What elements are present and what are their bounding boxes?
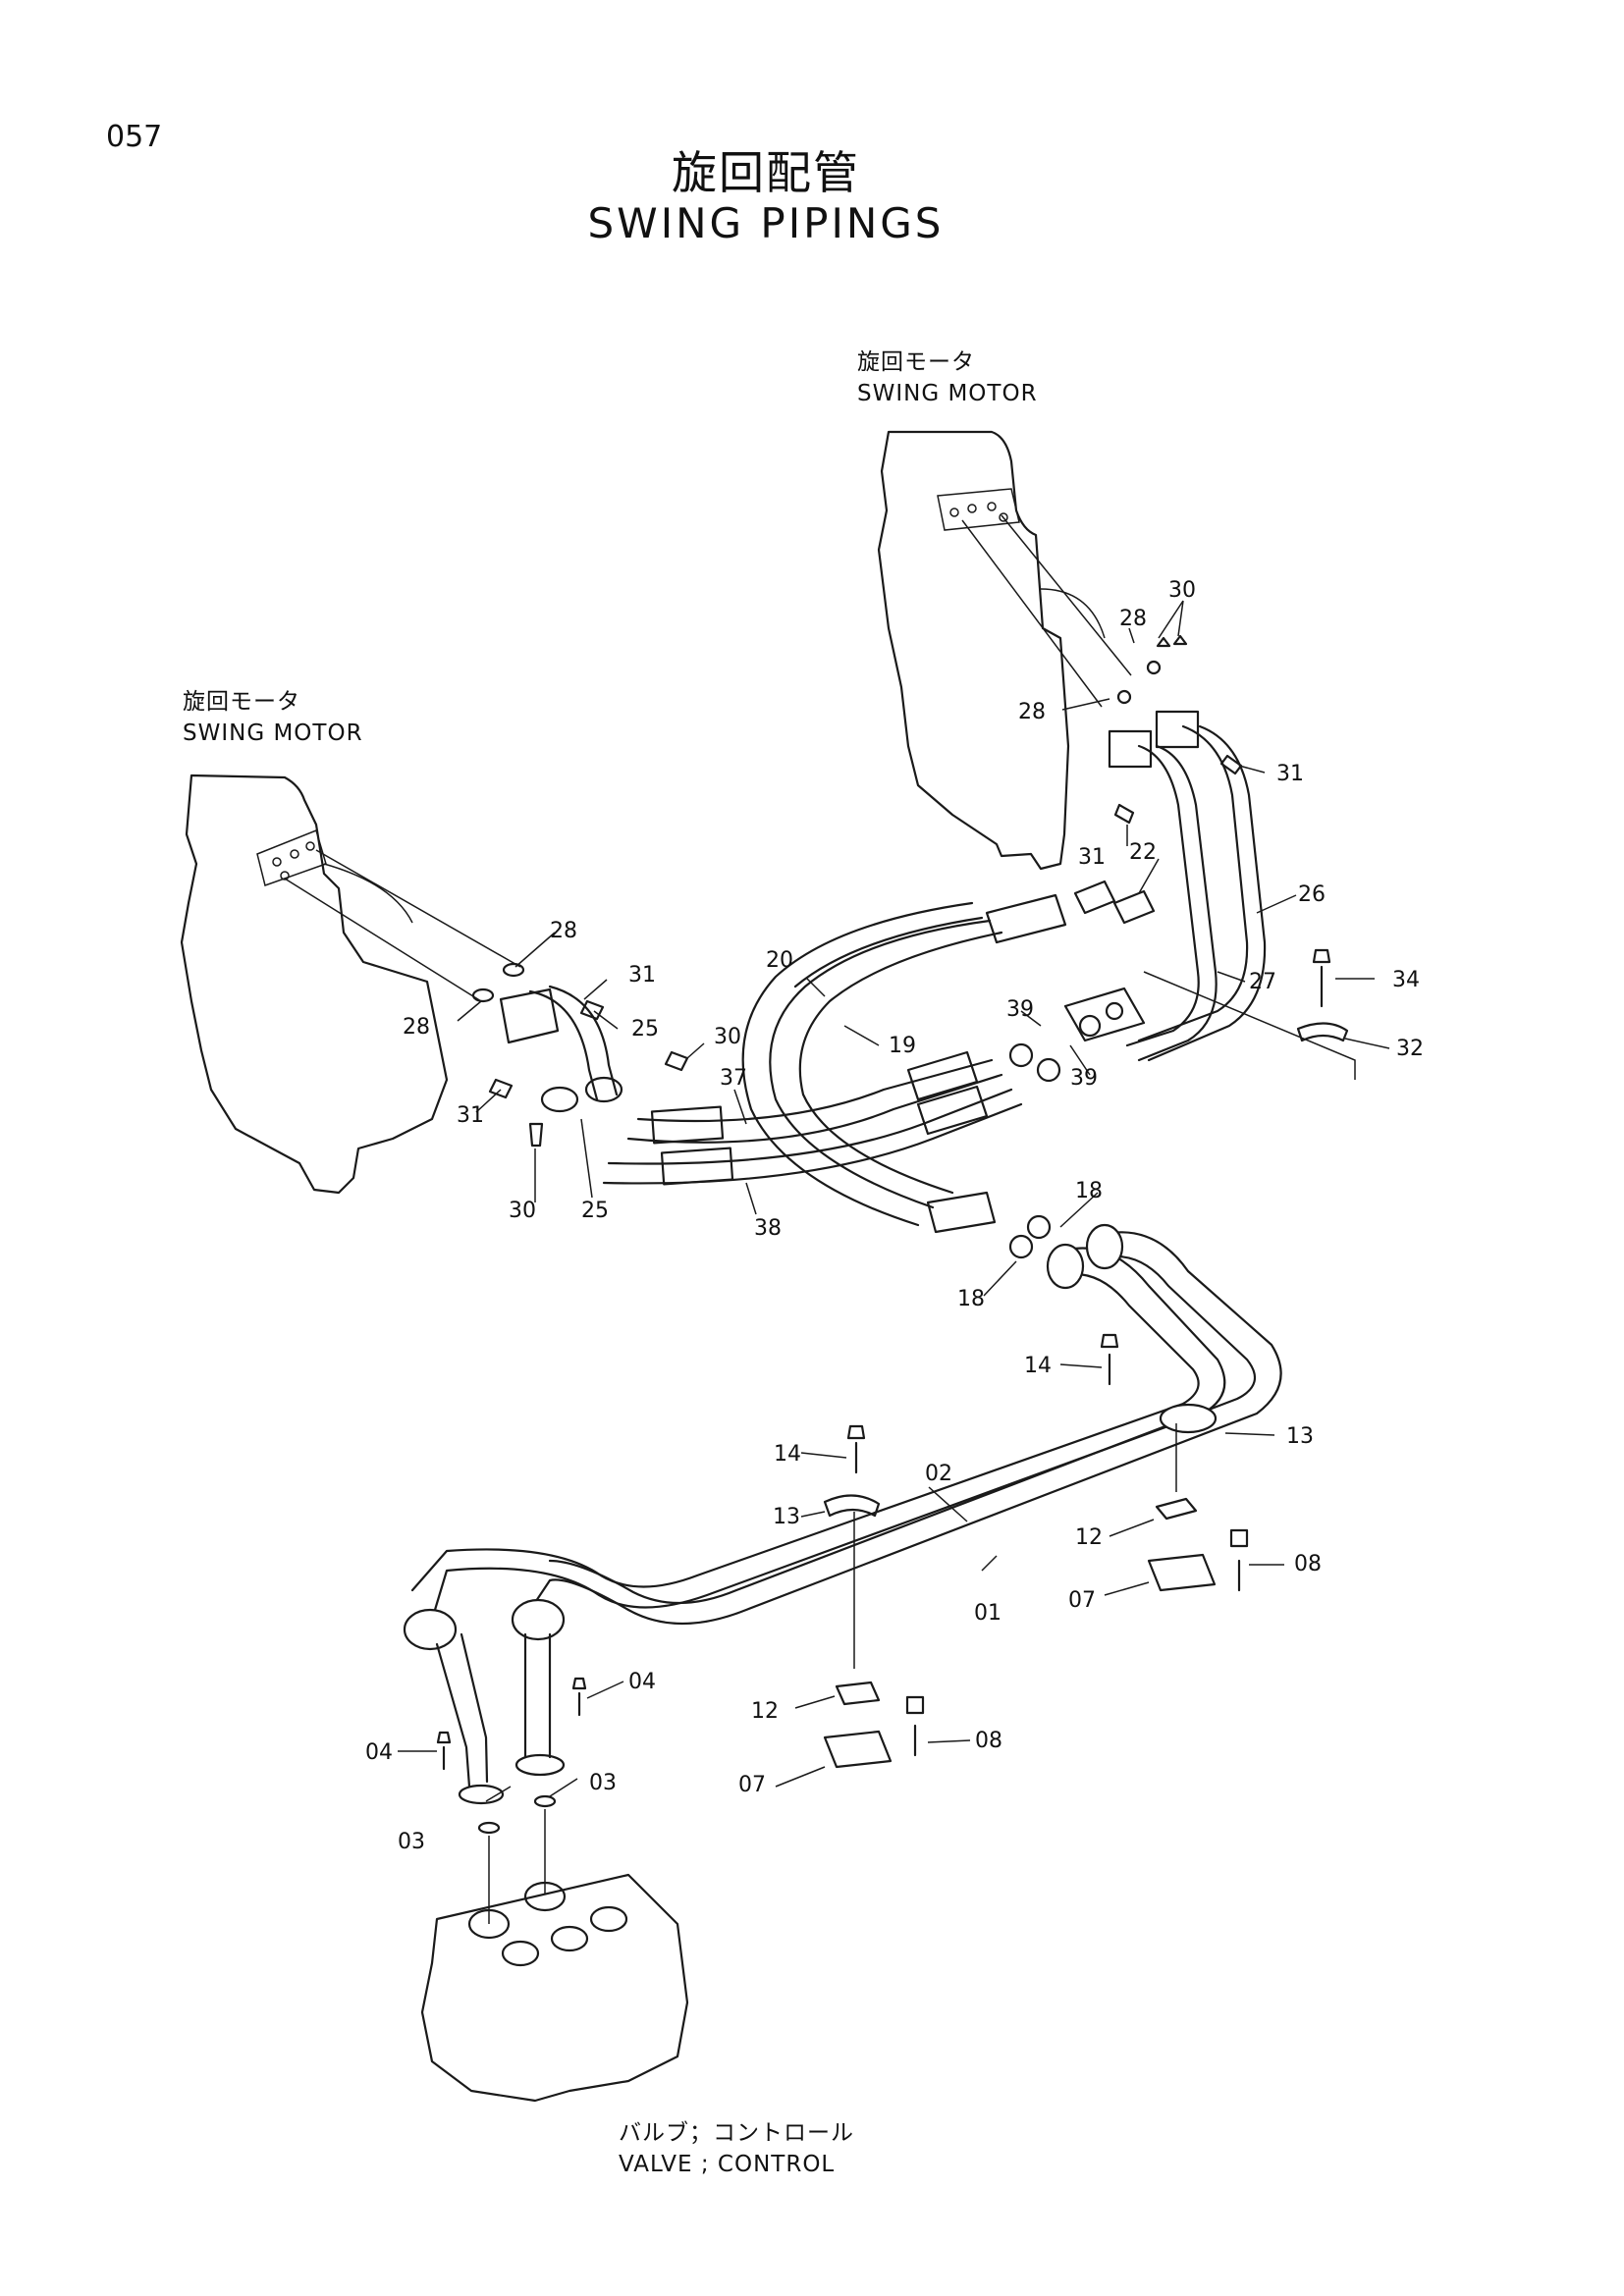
callout-39: 39	[1070, 1066, 1098, 1091]
callout-08: 08	[975, 1729, 1002, 1753]
page-title-japanese: 旋回配管	[672, 146, 860, 199]
callout-02: 02	[925, 1462, 952, 1486]
left-motor-fittings	[471, 962, 689, 1148]
callout-25: 25	[581, 1199, 609, 1223]
callout-28: 28	[1018, 700, 1046, 724]
callout-31: 31	[457, 1103, 484, 1128]
callout-28: 28	[550, 919, 577, 943]
callout-03: 03	[398, 1830, 425, 1854]
callout-03: 03	[589, 1771, 617, 1795]
callout-30: 30	[714, 1025, 741, 1049]
callout-01: 01	[974, 1601, 1001, 1626]
callout-30: 30	[509, 1199, 536, 1223]
right-motor-fittings	[1063, 634, 1356, 1080]
control-valve	[403, 1598, 689, 2103]
page-number: 057	[106, 120, 163, 154]
callout-25: 25	[631, 1017, 659, 1041]
callout-14: 14	[774, 1442, 801, 1467]
callout-04: 04	[365, 1740, 393, 1765]
callout-08: 08	[1294, 1552, 1322, 1576]
callout-18: 18	[957, 1287, 985, 1311]
callout-31: 31	[628, 963, 656, 988]
callout-31: 31	[1078, 845, 1106, 870]
leader-lines	[398, 600, 1390, 1802]
callout-14: 14	[1024, 1354, 1052, 1378]
swing-motor-left	[180, 774, 521, 1195]
callout-39: 39	[1006, 997, 1034, 1022]
callout-07: 07	[738, 1773, 766, 1797]
callout-28: 28	[1119, 607, 1147, 631]
callout-13: 13	[1286, 1424, 1314, 1449]
callout-04: 04	[628, 1670, 656, 1694]
caption-swing-motor-left-jp: 旋回モータ	[183, 689, 300, 715]
callout-19: 19	[889, 1034, 916, 1058]
callout-13: 13	[773, 1505, 800, 1529]
callout-38: 38	[754, 1216, 782, 1241]
callout-37: 37	[720, 1066, 747, 1091]
page-title: SWING PIPINGS	[587, 199, 945, 247]
callout-numbers: 28 30 28 31 31 22 26 27 34 32 28 28 31 2…	[365, 578, 1424, 1854]
callout-34: 34	[1392, 968, 1420, 992]
swing-motor-right	[877, 430, 1132, 871]
caption-valve-jp: バルブ；コントロール	[619, 2120, 854, 2146]
hoses-middle	[602, 893, 1067, 1259]
callout-12: 12	[751, 1699, 779, 1724]
pipes-01-02	[410, 1223, 1282, 1769]
callout-07: 07	[1068, 1588, 1096, 1613]
callout-27: 27	[1249, 970, 1276, 994]
callout-26: 26	[1298, 882, 1326, 907]
callout-12: 12	[1075, 1525, 1103, 1550]
caption-swing-motor-right: SWING MOTOR	[857, 381, 1038, 406]
callout-30: 30	[1168, 578, 1196, 603]
caption-valve: VALVE ; CONTROL	[619, 2152, 835, 2177]
caption-swing-motor-right-jp: 旋回モータ	[857, 349, 975, 375]
callout-20: 20	[766, 948, 793, 973]
callout-28: 28	[403, 1015, 430, 1040]
callout-22: 22	[1129, 840, 1157, 865]
callout-18: 18	[1075, 1179, 1103, 1203]
callout-31: 31	[1276, 762, 1304, 786]
callout-32: 32	[1396, 1037, 1424, 1061]
caption-swing-motor-left: SWING MOTOR	[183, 721, 363, 746]
